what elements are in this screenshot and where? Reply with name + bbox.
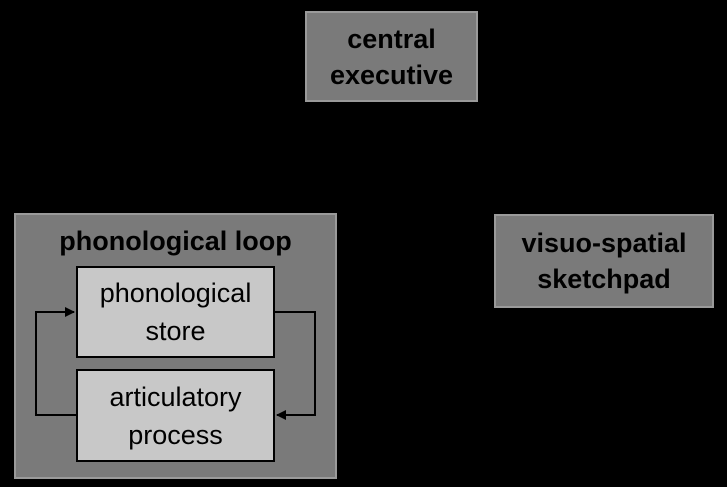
central-executive-line-1: central [347,23,436,54]
phonological-store-label: phonological store [100,274,252,350]
articulatory-process-line-1: articulatory [109,381,242,412]
visuo-spatial-line-1: visuo-spatial [521,228,687,258]
visuo-spatial-sketchpad-label: visuo-spatial sketchpad [521,225,686,297]
visuo-spatial-line-2: sketchpad [537,264,671,294]
articulatory-process-label: articulatory process [109,378,241,454]
articulatory-process-line-2: process [128,419,223,450]
phonological-loop-title: phonological loop [59,226,292,256]
phonological-store-box: phonological store [76,266,275,358]
articulatory-process-box: articulatory process [76,369,275,462]
central-executive-line-2: executive [329,59,454,90]
visuo-spatial-sketchpad-box: visuo-spatial sketchpad [494,214,714,308]
phonological-store-line-1: phonological [99,278,252,308]
central-executive-label: central executive [330,21,453,93]
central-executive-box: central executive [305,11,478,102]
phonological-store-line-2: store [145,316,206,346]
